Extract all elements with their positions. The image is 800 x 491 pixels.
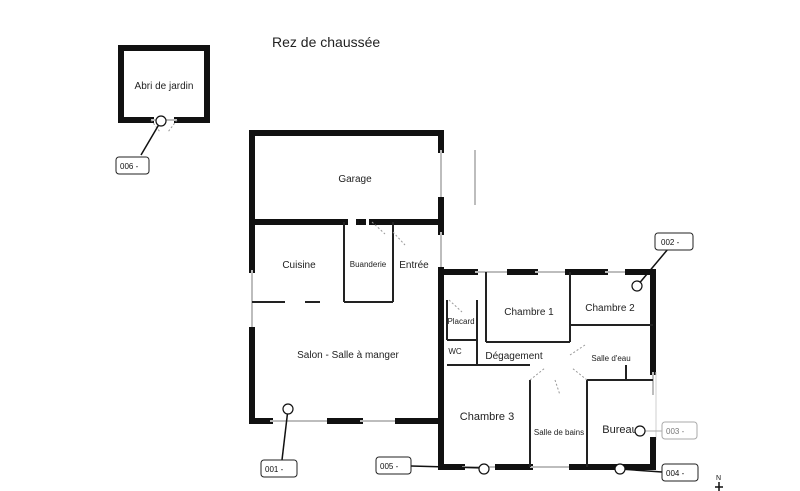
room-label-buanderie: Buanderie bbox=[350, 260, 387, 269]
room-label-degagement: Dégagement bbox=[485, 351, 542, 362]
marker-001[interactable]: 001 - bbox=[260, 403, 298, 478]
marker-001-label: 001 - bbox=[265, 465, 284, 474]
main-house-walls bbox=[249, 175, 444, 424]
marker-004[interactable]: 004 - bbox=[614, 463, 699, 482]
marker-002[interactable]: 002 - bbox=[631, 232, 694, 292]
room-label-salon: Salon - Salle à manger bbox=[297, 350, 399, 361]
marker-003-label: 003 - bbox=[666, 427, 685, 436]
room-label-chambre3: Chambre 3 bbox=[460, 411, 514, 423]
garage-structure bbox=[249, 130, 476, 225]
room-label-salle-eau: Salle d'eau bbox=[591, 354, 630, 363]
room-label-entree: Entrée bbox=[399, 260, 429, 271]
room-label-bureau: Bureau bbox=[602, 424, 637, 436]
room-label-salle-bains: Salle de bains bbox=[534, 428, 584, 437]
right-wing-walls bbox=[438, 269, 657, 470]
marker-005[interactable]: 005 - bbox=[375, 456, 490, 475]
marker-004-label: 004 - bbox=[666, 469, 685, 478]
marker-003[interactable]: 003 - bbox=[634, 421, 698, 440]
compass-label: N bbox=[716, 475, 721, 482]
room-label-chambre2: Chambre 2 bbox=[585, 303, 635, 314]
room-label-cuisine: Cuisine bbox=[282, 260, 316, 271]
north-arrow-icon: N bbox=[715, 475, 723, 491]
room-label-chambre1: Chambre 1 bbox=[504, 307, 554, 318]
marker-006[interactable]: 006 - bbox=[115, 115, 167, 175]
marker-006-label: 006 - bbox=[120, 162, 139, 171]
room-label-wc: WC bbox=[448, 347, 462, 356]
room-label-abri: Abri de jardin bbox=[135, 81, 194, 92]
plan-title: Rez de chaussée bbox=[272, 34, 380, 50]
room-label-garage: Garage bbox=[338, 174, 372, 185]
marker-005-label: 005 - bbox=[380, 462, 399, 471]
marker-002-label: 002 - bbox=[661, 238, 680, 247]
room-label-placard: Placard bbox=[447, 317, 474, 326]
